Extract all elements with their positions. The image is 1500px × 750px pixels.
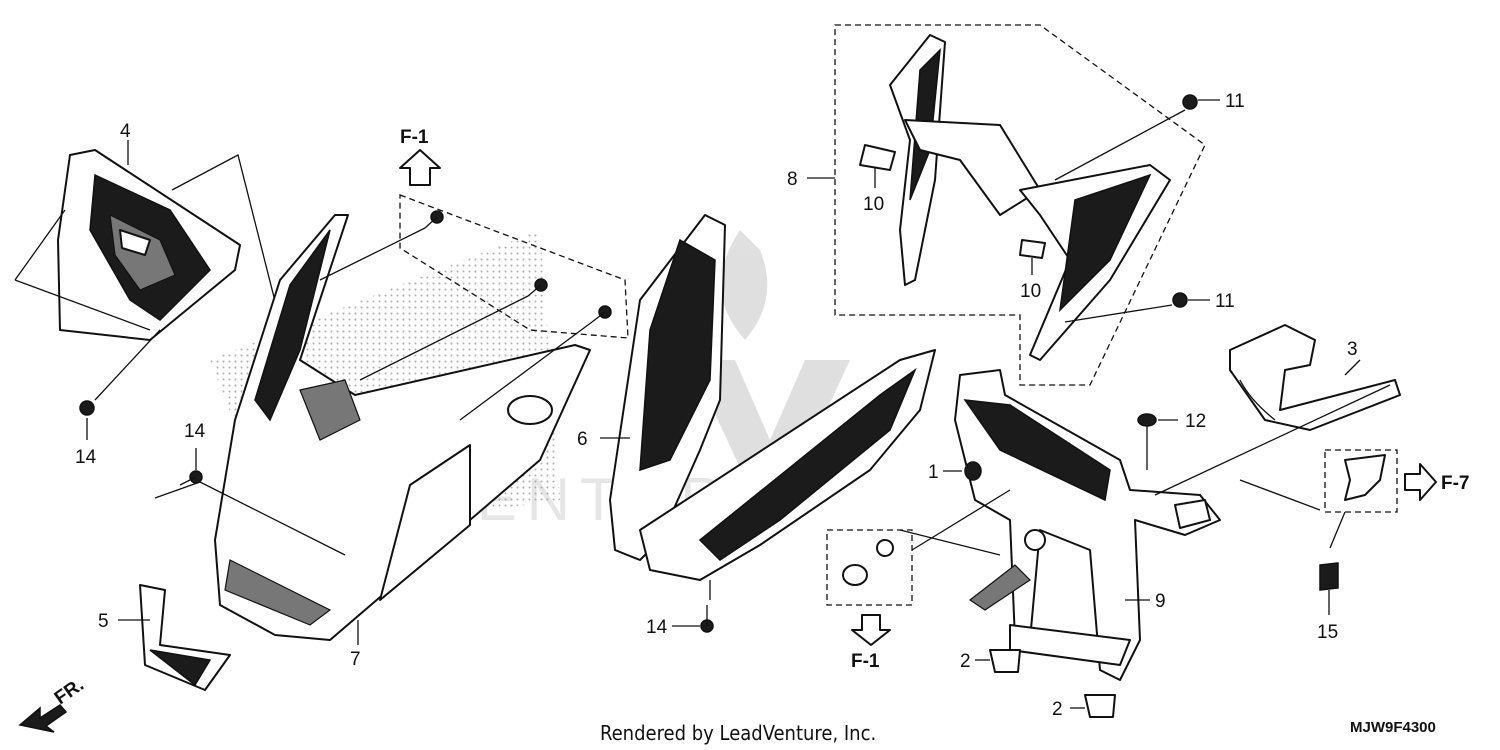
part-5-small-cover [139, 584, 231, 691]
label-part-5: 5 [98, 611, 109, 632]
footer-credit: Rendered by LeadVenture, Inc. [600, 721, 876, 745]
label-part-12: 12 [1185, 411, 1206, 432]
diagram-code: MJW9F4300 [1350, 719, 1436, 736]
label-part-7: 7 [350, 649, 361, 670]
label-part-10a: 10 [863, 194, 884, 215]
screw-top-2 [527, 278, 548, 297]
label-part-2a: 2 [960, 651, 971, 672]
front-arrow [18, 704, 68, 733]
ref-f7[interactable]: F-7 [1441, 473, 1470, 494]
label-part-4: 4 [120, 121, 131, 142]
part-7-front-cover [214, 214, 591, 641]
part-9-stay [954, 369, 1221, 681]
f1-bottom-group [826, 489, 1011, 606]
label-part-14a: 14 [184, 421, 206, 442]
label-part-1: 1 [928, 462, 939, 483]
screw-11-bottom [1064, 292, 1210, 323]
pad-10-bottom [1019, 239, 1046, 275]
arrow-f7[interactable] [1404, 463, 1437, 501]
label-part-13: 14 [75, 447, 97, 468]
label-part-9: 9 [1155, 591, 1166, 612]
screw-top-1 [424, 210, 444, 229]
ref-f1-bottom[interactable]: F-1 [851, 651, 880, 672]
label-part-8: 8 [787, 169, 798, 190]
screw-top-3 [591, 305, 612, 323]
bushing-2-bottom [1070, 694, 1116, 718]
part-6-inner-cover [609, 214, 936, 581]
part-8-bracket [889, 34, 1171, 361]
screw-14-right [672, 580, 714, 633]
label-part-15: 15 [1317, 622, 1338, 643]
label-part-10b: 10 [1020, 281, 1041, 302]
arrow-f1-top[interactable] [399, 149, 441, 186]
screw-11-top [1054, 94, 1220, 181]
f1-top-group [319, 194, 629, 421]
f7-group [1324, 449, 1398, 549]
bushing-2-top [975, 649, 1021, 673]
label-part-11a: 11 [1225, 91, 1245, 112]
screw-14-left [154, 448, 346, 556]
bolt-15 [1319, 562, 1339, 615]
bolt-13 [79, 400, 95, 440]
label-part-6: 6 [577, 429, 588, 450]
pad-10-top [859, 144, 896, 188]
label-part-14b: 14 [646, 617, 668, 638]
label-part-11b: 11 [1215, 291, 1235, 312]
front-label: FR. [51, 674, 88, 709]
label-part-3: 3 [1347, 339, 1358, 360]
arrow-f1-bottom[interactable] [851, 614, 891, 646]
grommet-1 [943, 461, 982, 481]
label-part-2b: 2 [1052, 699, 1063, 720]
group-8-boundary [834, 24, 1206, 386]
part-4-garnish [57, 149, 241, 341]
bolt-12 [1137, 413, 1178, 470]
ref-f1-top[interactable]: F-1 [400, 127, 429, 148]
part-3-handle [1154, 324, 1401, 511]
